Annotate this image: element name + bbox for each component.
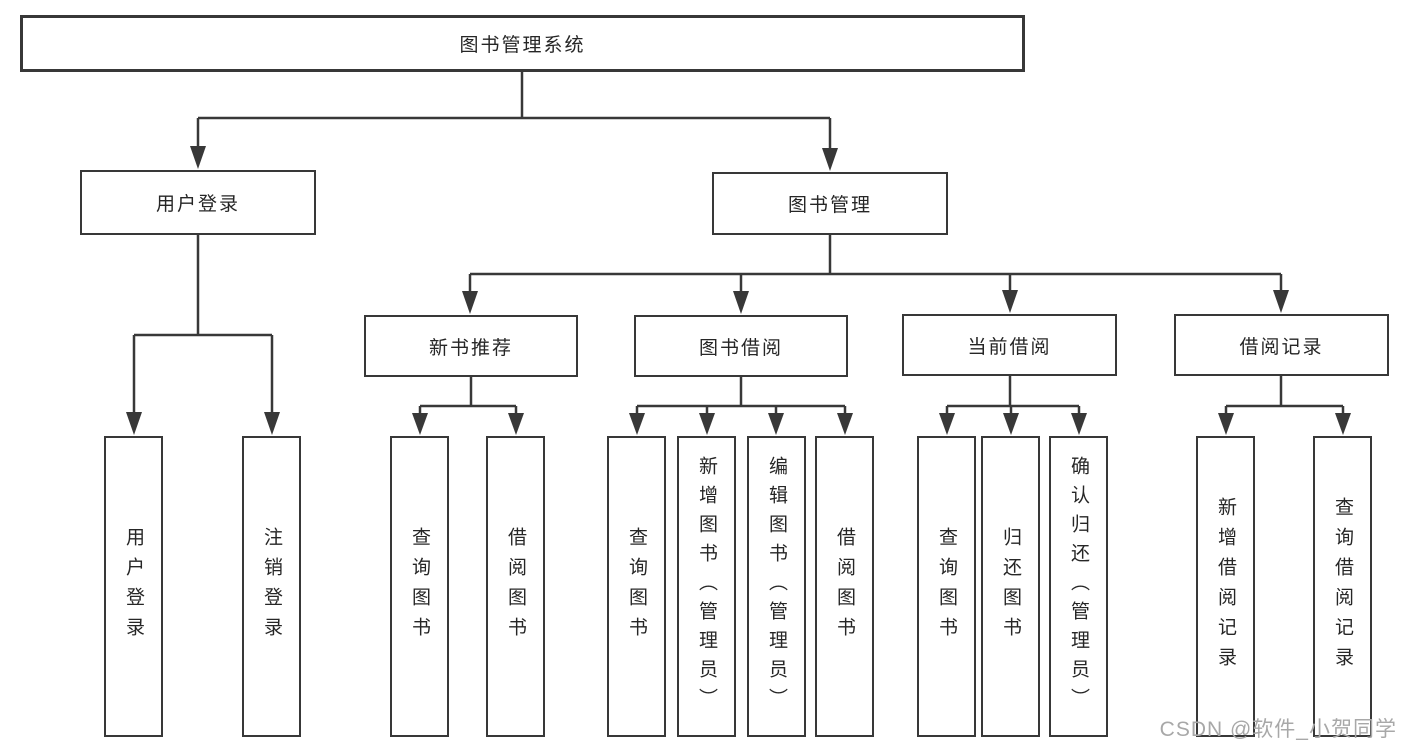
- leaf-add-book-admin: 新增图书（管理员）: [677, 436, 736, 737]
- leaf-confirm-return-admin: 确认归还（管理员）: [1049, 436, 1108, 737]
- node-book-management: 图书管理: [712, 172, 948, 235]
- leaf-borrow-books-recommend: 借阅图书: [486, 436, 545, 737]
- leaf-query-books-current: 查询图书: [917, 436, 976, 737]
- leaf-query-books-recommend: 查询图书: [390, 436, 449, 737]
- csdn-watermark: CSDN @软件_小贺同学: [1159, 718, 1397, 741]
- leaf-borrow-books-borrowing: 借阅图书: [815, 436, 874, 737]
- leaf-query-borrow-record: 查询借阅记录: [1313, 436, 1372, 737]
- leaf-query-books-borrowing: 查询图书: [607, 436, 666, 737]
- node-book-borrowing: 图书借阅: [634, 315, 848, 377]
- leaf-return-books: 归还图书: [981, 436, 1040, 737]
- leaf-logout: 注销登录: [242, 436, 301, 737]
- node-new-book-recommendation: 新书推荐: [364, 315, 578, 377]
- node-user-login: 用户登录: [80, 170, 316, 235]
- leaf-user-login: 用户登录: [104, 436, 163, 737]
- node-borrowing-records: 借阅记录: [1174, 314, 1389, 376]
- node-current-borrowing: 当前借阅: [902, 314, 1117, 376]
- arrowheads: [126, 146, 1351, 435]
- leaf-edit-book-admin: 编辑图书（管理员）: [747, 436, 806, 737]
- leaf-add-borrow-record: 新增借阅记录: [1196, 436, 1255, 737]
- node-library-management-system: 图书管理系统: [20, 15, 1025, 72]
